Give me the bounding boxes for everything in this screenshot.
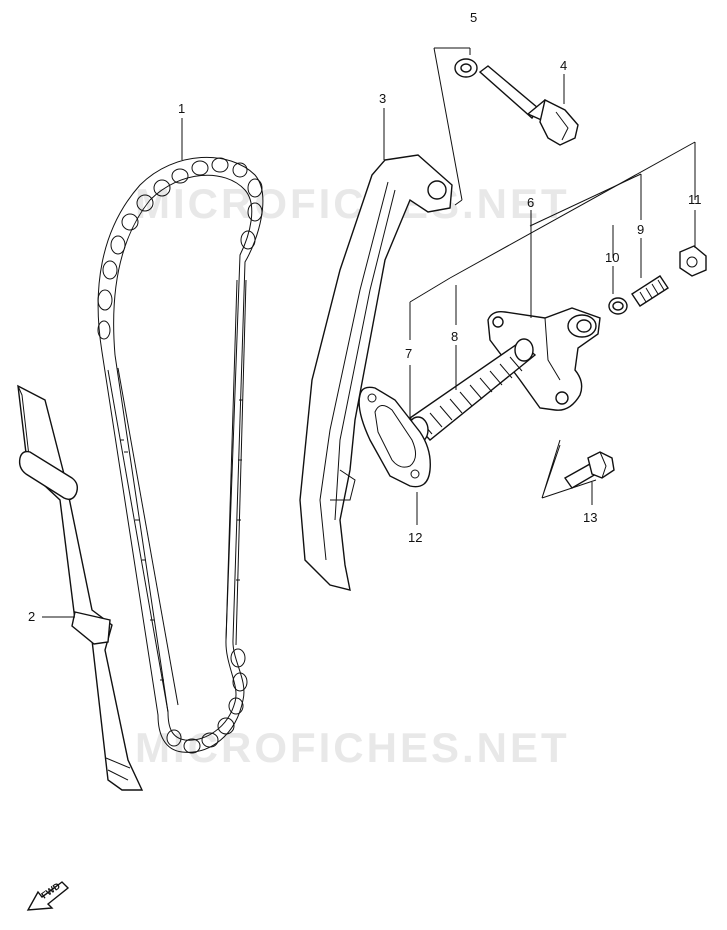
callout-10: 10 (605, 250, 619, 265)
watermark-bottom: MICROFICHES.NET (135, 724, 570, 771)
callout-1: 1 (178, 101, 185, 116)
watermark-top: MICROFICHES.NET (135, 180, 570, 227)
nut-part (679, 245, 707, 277)
tensioner-body-part (487, 307, 601, 411)
cam-chain-part (97, 156, 264, 754)
callout-13: 13 (583, 510, 597, 525)
spring-part (407, 338, 537, 444)
callout-9: 9 (637, 222, 644, 237)
callout-7: 7 (405, 346, 412, 361)
callout-8: 8 (451, 329, 458, 344)
forward-arrow-icon: FWD (26, 880, 70, 911)
callout-11: 11 (688, 192, 702, 207)
small-bolt-part (563, 451, 615, 489)
chain-guide-part (17, 384, 144, 791)
adjuster-screw-part (631, 275, 669, 307)
callout-labels: 1 2 3 4 5 6 7 8 9 10 11 12 13 (28, 10, 702, 624)
callout-6: 6 (527, 195, 534, 210)
callout-5: 5 (470, 10, 477, 25)
callout-2: 2 (28, 609, 35, 624)
tensioner-arm-part (299, 154, 453, 591)
bolt-part (478, 65, 579, 146)
callout-12: 12 (408, 530, 422, 545)
washer-part (454, 58, 478, 78)
gasket-part (358, 386, 431, 488)
callout-4: 4 (560, 58, 567, 73)
callout-3: 3 (379, 91, 386, 106)
o-ring-part (608, 297, 628, 315)
leader-lines (42, 47, 696, 618)
